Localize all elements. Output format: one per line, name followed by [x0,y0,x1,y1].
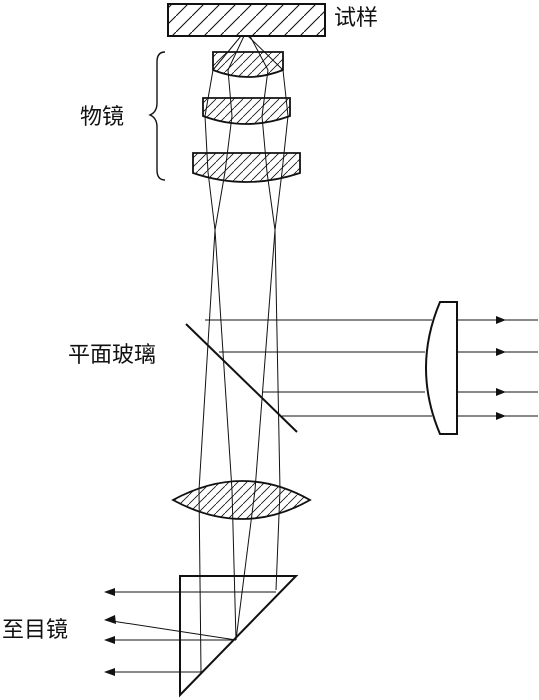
out-arrow-3 [104,636,115,644]
arrow-head-2 [496,348,506,356]
arrow-head-4 [496,412,506,420]
arrow-head-1 [496,316,506,324]
objective-lens-2 [202,97,291,125]
sample-label: 试样 [334,6,378,31]
illumination-lens [425,301,458,435]
objective-brace [148,51,166,181]
objective-lens-3 [192,152,301,183]
out-arrow-2 [104,615,116,624]
sample-block [167,3,326,37]
ray-bundle-tube [198,171,283,673]
glass-label: 平面玻璃 [68,343,156,368]
prism [179,575,299,698]
out-arrow-1 [104,588,115,596]
objective-lens-1 [212,51,284,78]
output-rays [104,588,276,676]
objective-label: 物镜 [80,105,124,130]
ray-bundle-objective [204,35,289,173]
arrow-head-3 [496,388,506,396]
illumination-rays [205,316,538,420]
plane-glass [185,323,298,433]
tube-lens [171,480,312,520]
out-arrow-4 [104,668,115,676]
eyepiece-label: 至目镜 [2,618,68,643]
